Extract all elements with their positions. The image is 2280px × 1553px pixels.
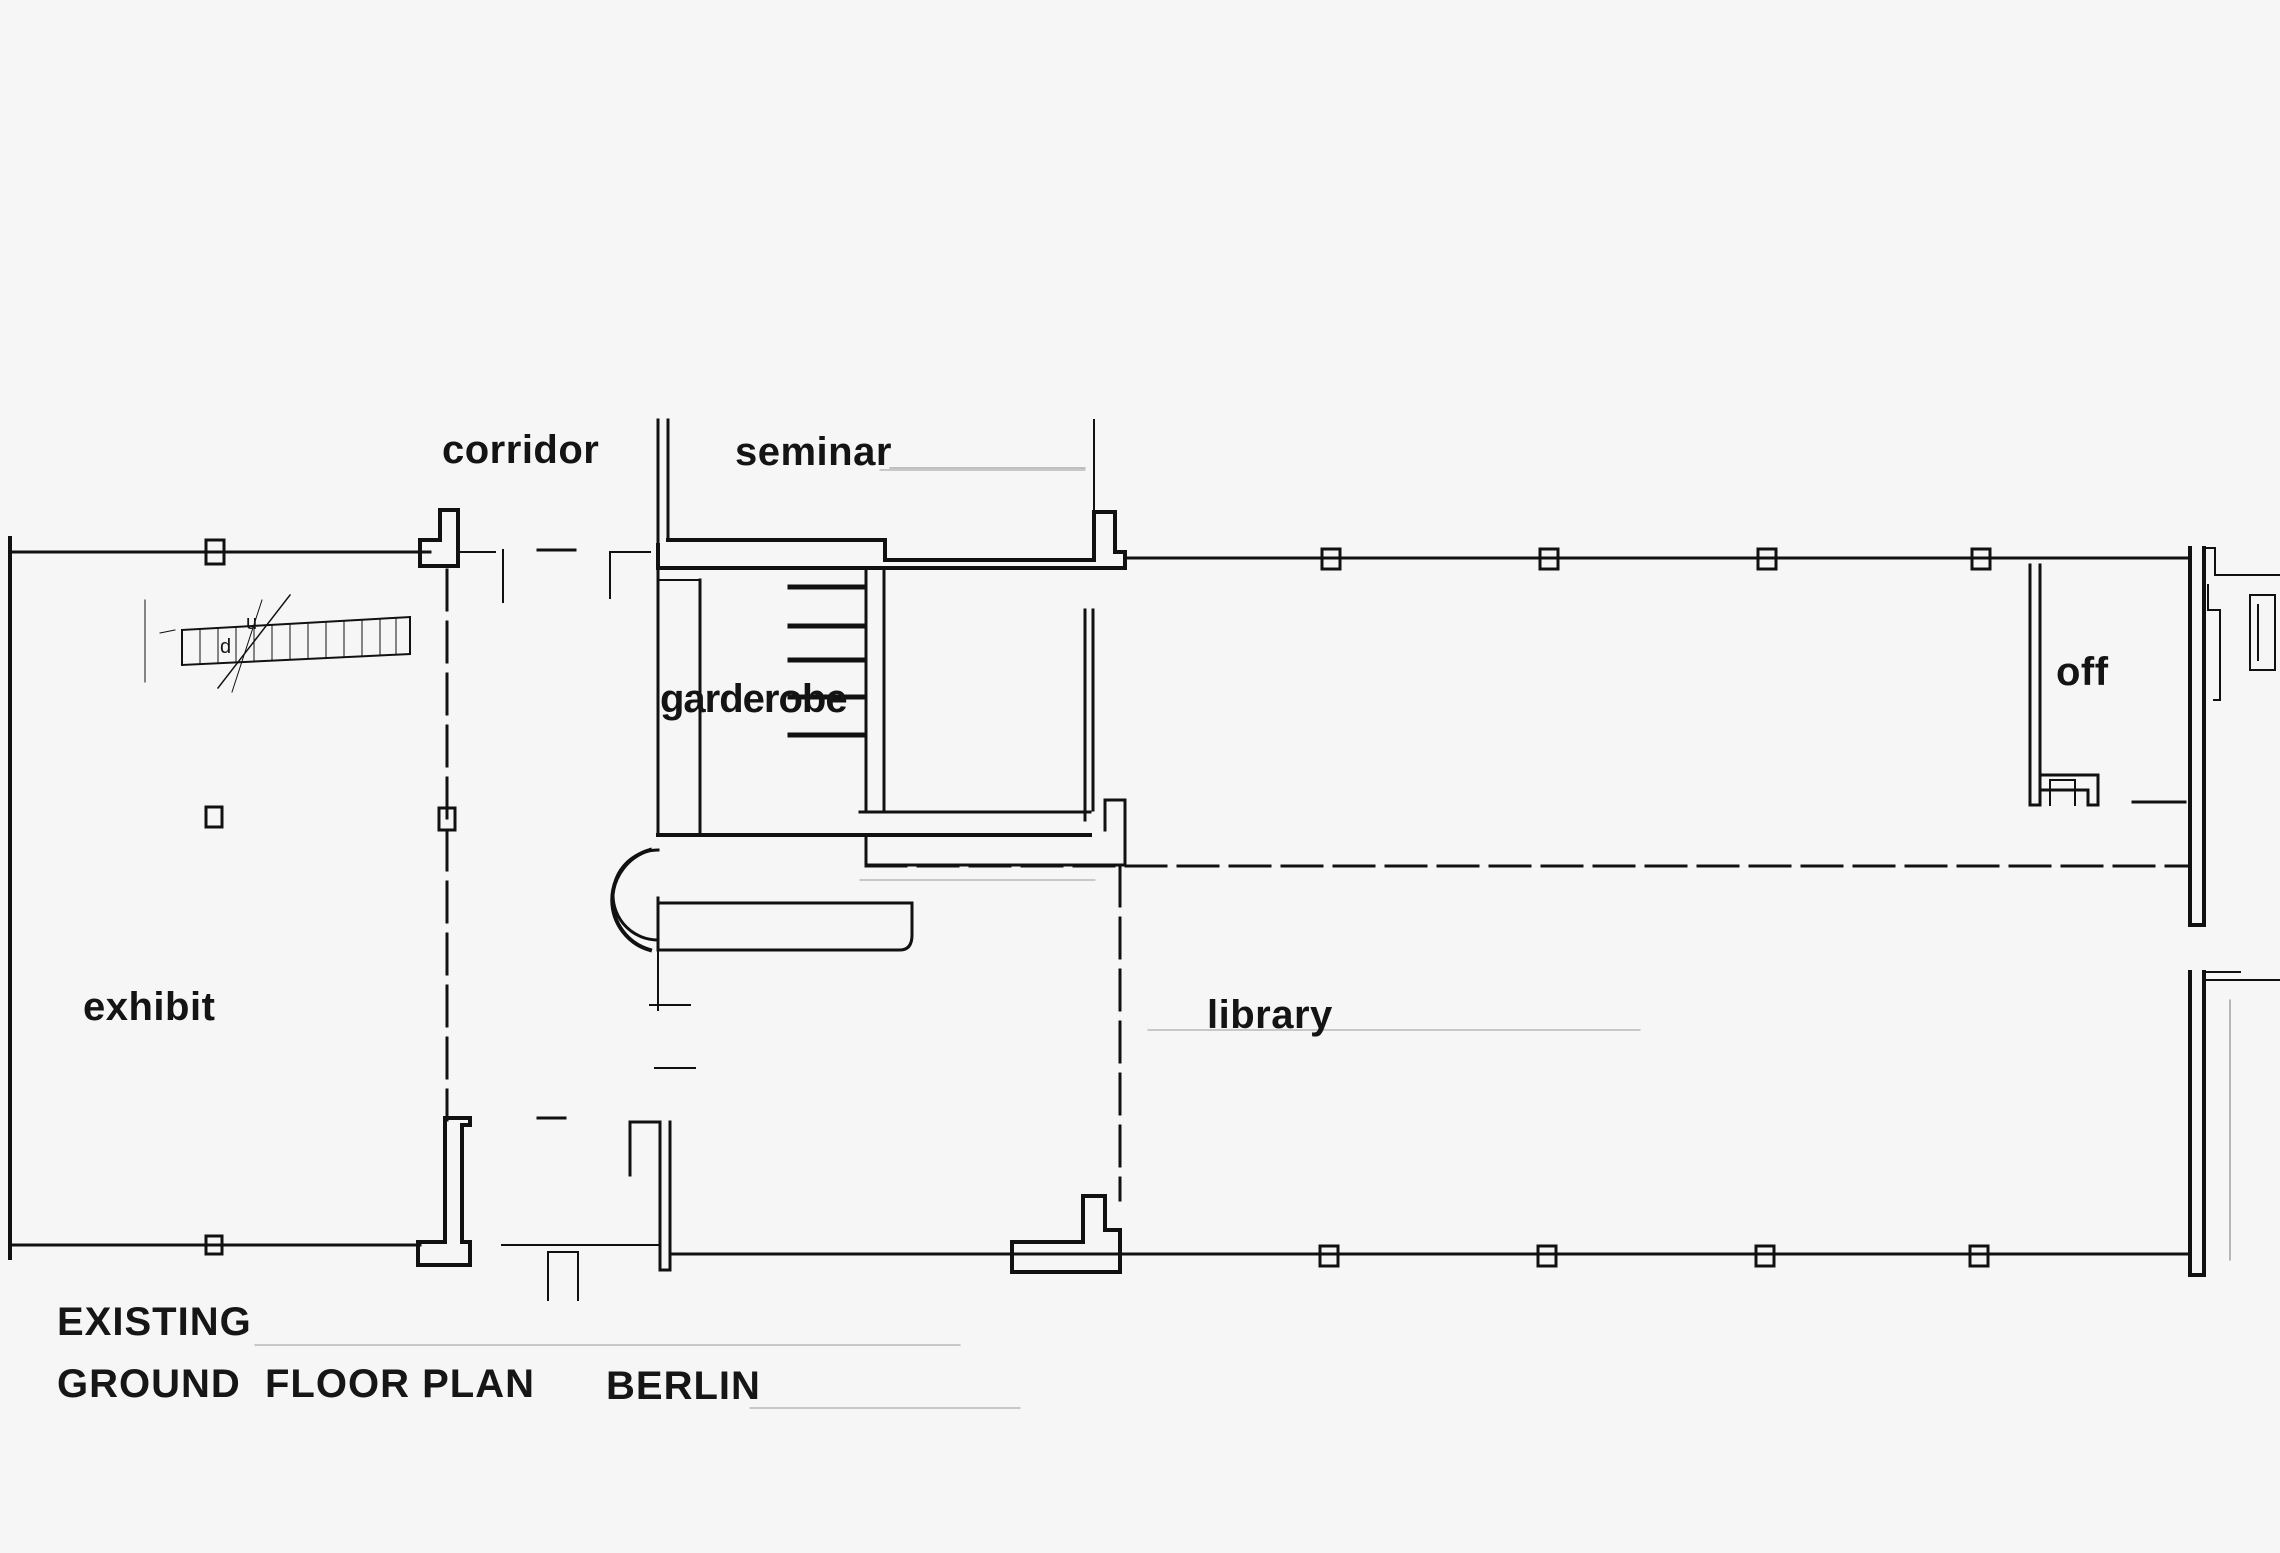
- stair-down-mark: d: [220, 636, 232, 658]
- library-pier-bottom: [1010, 1194, 1122, 1274]
- column: [437, 806, 457, 832]
- title-berlin: BERLIN: [606, 1364, 761, 1408]
- stair-up-mark: u: [246, 612, 258, 634]
- room-label-exhibit: exhibit: [83, 985, 216, 1029]
- right-outer-wall: [2188, 546, 2206, 927]
- column: [1538, 547, 1560, 571]
- staircase: [144, 593, 412, 693]
- column: [204, 1234, 224, 1256]
- room-label-off: off: [2056, 650, 2109, 694]
- column: [1968, 1244, 1990, 1268]
- column: [1536, 1244, 1558, 1268]
- column: [204, 805, 224, 829]
- corridor-pier-top: [418, 508, 460, 568]
- seminar-south-wall: [656, 510, 1127, 570]
- room-label-seminar: seminar: [735, 430, 892, 474]
- title-ground-floor-plan: GROUND FLOOR PLAN: [57, 1362, 535, 1406]
- column: [204, 538, 226, 566]
- column: [1754, 1244, 1776, 1268]
- room-label-garderobe: garderobe: [660, 677, 848, 721]
- garderobe-east-wall: [864, 566, 886, 814]
- column: [1318, 1244, 1340, 1268]
- column: [1320, 547, 1342, 571]
- curved-wall: [610, 847, 653, 953]
- corridor-pier-bottom: [416, 1116, 472, 1267]
- column: [1756, 547, 1778, 571]
- room-label-corridor: corridor: [442, 428, 600, 472]
- title-existing: EXISTING: [57, 1300, 252, 1344]
- office-partition: [2028, 563, 2042, 807]
- room-label-library: library: [1207, 993, 1333, 1037]
- column: [1970, 547, 1992, 571]
